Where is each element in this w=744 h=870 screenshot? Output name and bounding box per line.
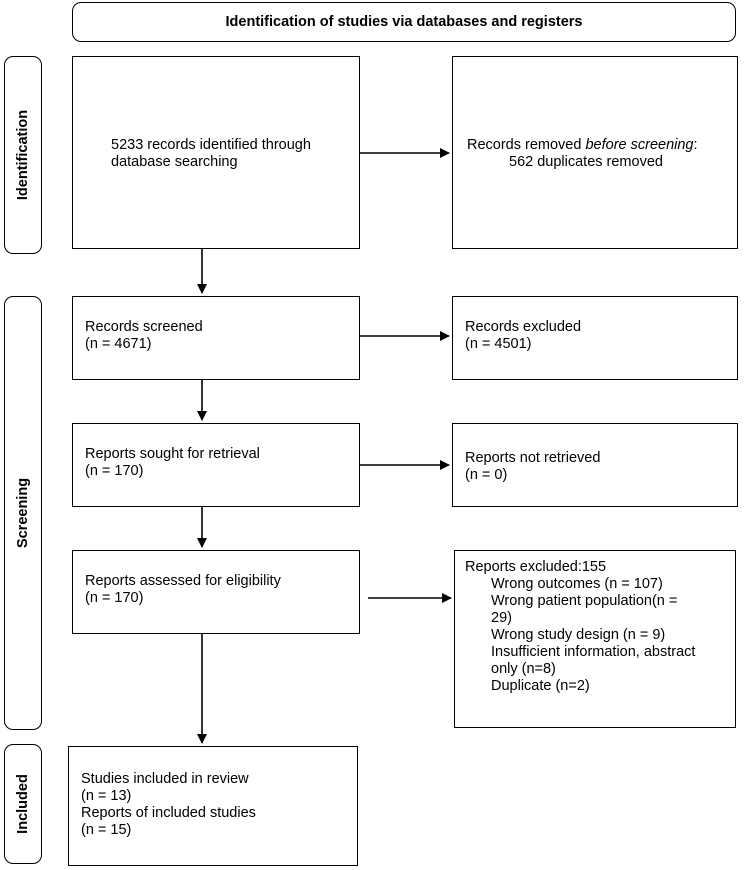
sought-line2: (n = 170) [85,463,144,479]
removed-detail: 562 duplicates removed [509,154,663,170]
reports-excluded-box: Reports excluded:155 Wrong outcomes (n =… [454,550,736,728]
exclusion-reason: Wrong study design (n = 9) [491,627,666,643]
excluded-line1: Records excluded [465,319,582,335]
records-excluded-box: Records excluded (n = 4501) [452,296,738,380]
reports-sought-box: Reports sought for retrieval (n = 170) [72,423,360,507]
excluded-line2: (n = 4501) [465,336,532,352]
screened-line2: (n = 4671) [85,336,152,352]
included-line4: (n = 15) [81,822,132,838]
exclusion-reason: only (n=8) [491,661,556,677]
reports-excluded-title: Reports excluded:155 [465,559,607,575]
identified-line2: database searching [111,154,238,170]
exclusion-reason: Duplicate (n=2) [491,678,590,694]
records-removed-box: Records removed before screening: 562 du… [452,56,738,249]
assessed-line2: (n = 170) [85,590,144,606]
studies-included-box: Studies included in review (n = 13) Repo… [68,746,358,866]
not-retrieved-line1: Reports not retrieved [465,450,601,466]
phase-label-screening: Screening [4,296,42,730]
not-retrieved-line2: (n = 0) [465,467,508,483]
removed-prefix: Records removed [467,137,586,153]
removed-suffix: : [693,137,698,153]
included-line1: Studies included in review [81,771,249,787]
reports-assessed-box: Reports assessed for eligibility (n = 17… [72,550,360,634]
exclusion-reason: Insufficient information, abstract [491,644,696,660]
exclusion-reason: Wrong outcomes (n = 107) [491,576,663,592]
assessed-line1: Reports assessed for eligibility [85,573,281,589]
sought-line1: Reports sought for retrieval [85,446,260,462]
records-identified-box: 5233 records identified through database… [72,56,360,249]
included-line3: Reports of included studies [81,805,256,821]
phase-label-included: Included [4,744,42,864]
exclusion-reason: Wrong patient population(n = [491,593,678,609]
identified-line1: 5233 records identified through [111,137,311,153]
reports-not-retrieved-box: Reports not retrieved (n = 0) [452,423,738,507]
included-line2: (n = 13) [81,788,132,804]
removed-heading: Records removed before screening: [467,137,731,154]
screened-line1: Records screened [85,319,203,335]
phase-label-identification: Identification [4,56,42,254]
diagram-title: Identification of studies via databases … [72,2,736,42]
exclusion-reason: 29) [491,610,512,626]
removed-emphasis: before screening [585,137,694,153]
records-screened-box: Records screened (n = 4671) [72,296,360,380]
